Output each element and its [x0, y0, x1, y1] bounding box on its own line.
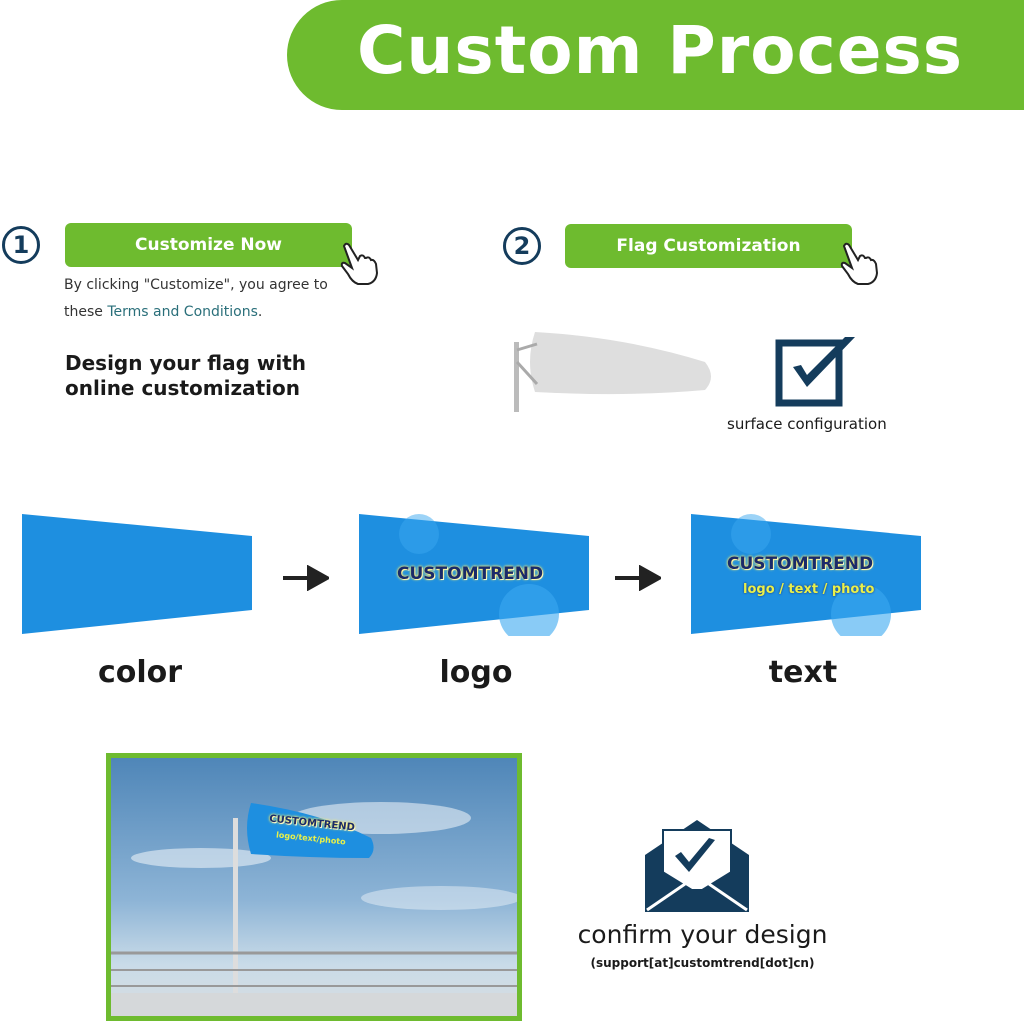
- step-number-2: 2: [503, 227, 541, 265]
- checkbox-icon: [775, 337, 855, 407]
- header-banner: Custom Process: [287, 0, 1024, 110]
- flag-label-color: color: [97, 655, 183, 690]
- flag-logo: CUSTOMTREND: [359, 514, 591, 636]
- windsock-blank-image: [514, 332, 711, 412]
- arrow-right-icon: [283, 565, 329, 591]
- flag-color: [22, 514, 252, 634]
- confirm-title: confirm your design: [577, 920, 828, 949]
- terms-link[interactable]: Terms and Conditions: [107, 304, 258, 320]
- design-line-2: online customization: [65, 376, 300, 400]
- arrow-right-icon: [615, 565, 661, 591]
- support-email: (support[at]customtrend[dot]cn): [590, 956, 815, 970]
- windsock-photo: CUSTOMTREND logo/text/photo: [106, 753, 522, 1021]
- hand-pointer-icon: [340, 242, 379, 285]
- flag-label-text: text: [768, 655, 838, 690]
- surface-configuration-label: surface configuration: [727, 415, 887, 433]
- hand-pointer-icon: [840, 242, 879, 285]
- flag-text: CUSTOMTREND logo / text / photo: [691, 514, 923, 636]
- design-line-1: Design your flag with: [65, 351, 307, 375]
- flag-logo-text: CUSTOMTREND: [397, 564, 544, 584]
- page-title: Custom Process: [357, 12, 964, 89]
- agree-these: these: [64, 304, 108, 320]
- flag-text-sub: logo / text / photo: [743, 582, 875, 597]
- envelope-check-icon: [645, 820, 749, 912]
- customize-now-button[interactable]: Customize Now: [65, 223, 352, 267]
- flag-text-logo: CUSTOMTREND: [727, 554, 874, 574]
- agree-suffix: .: [257, 304, 263, 320]
- agree-text-2: these Terms and Conditions.: [64, 299, 262, 325]
- flag-label-logo: logo: [439, 655, 513, 690]
- step-number-1: 1: [2, 226, 40, 264]
- agree-text: By clicking "Customize", you agree to: [64, 277, 328, 293]
- flag-customization-button[interactable]: Flag Customization: [565, 224, 852, 268]
